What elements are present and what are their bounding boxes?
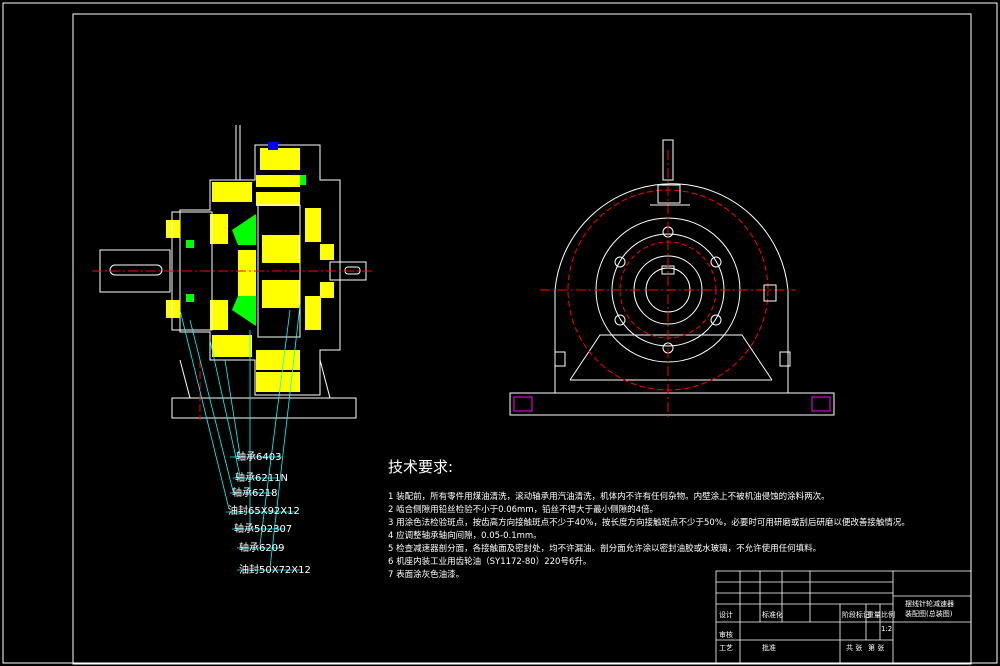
part-label: 油封65X92X12 bbox=[228, 506, 300, 517]
title-block-grid bbox=[715, 570, 972, 664]
part-label: 轴承6403 bbox=[236, 452, 282, 463]
part-label: 油封50X72X12 bbox=[239, 565, 311, 576]
tech-requirement-line: 7 表面涂灰色油漆。 bbox=[388, 570, 465, 580]
seal-upper bbox=[232, 214, 256, 245]
tech-requirement-line: 2 啮合侧隙用铅丝检验不小于0.06mm，铅丝不得大于最小侧隙的4倍。 bbox=[388, 505, 659, 515]
title-cell: 设计 bbox=[719, 611, 733, 619]
part-label: 轴承6218 bbox=[232, 488, 278, 499]
title-cell: 比例 bbox=[881, 611, 895, 619]
tech-requirements-title: 技术要求: bbox=[388, 458, 454, 476]
oil-plug bbox=[268, 142, 278, 150]
part-label: 轴承502307 bbox=[234, 524, 293, 535]
title-cell: 共 张 bbox=[846, 644, 863, 652]
housing-arc bbox=[554, 183, 789, 291]
tech-requirement-line: 1 装配前，所有零件用煤油清洗，滚动轴承用汽油清洗，机体内不许有任何杂物。内壁涂… bbox=[388, 492, 830, 502]
tech-requirement-line: 5 检查减速器剖分面，各接触面及密封处，均不许漏油。剖分面允许涂以密封油胶或水玻… bbox=[388, 544, 822, 554]
tech-requirement-line: 3 用涂色法检验斑点，按齿高方向接触斑点不少于40%，按长度方向接触斑点不少于5… bbox=[388, 518, 910, 528]
title-cell: 重量 bbox=[867, 611, 881, 619]
breather-cap bbox=[657, 184, 681, 204]
seal-lower bbox=[232, 296, 256, 326]
pin-housing-top bbox=[260, 148, 300, 170]
keyway bbox=[109, 264, 163, 276]
tech-requirement-line: 4 应调整轴承轴向间隙，0.05-0.1mm。 bbox=[388, 531, 542, 541]
part-label: 轴承6209 bbox=[239, 543, 285, 554]
section-view bbox=[92, 125, 372, 571]
title-cell: 标准化 bbox=[762, 611, 783, 619]
title-cell: 第 张 bbox=[868, 644, 885, 652]
title-cell: 批准 bbox=[762, 644, 776, 652]
end-view bbox=[509, 139, 835, 420]
part-label: 轴承6211N bbox=[235, 473, 288, 484]
tech-requirement-line: 6 机座内装工业用齿轮油（SY1172-80）220号6升。 bbox=[388, 557, 592, 567]
title-cell: 阶段标记 bbox=[842, 611, 870, 619]
title-cell: 工艺 bbox=[719, 644, 733, 652]
title-cell: 审核 bbox=[719, 631, 733, 639]
end-view-base bbox=[509, 392, 835, 416]
drawing-title: 摆线针轮减速器 bbox=[905, 600, 954, 608]
drawing-subtitle: 装配图(总装图) bbox=[905, 610, 953, 618]
base-plate bbox=[171, 397, 357, 419]
inner-frame bbox=[72, 13, 972, 665]
leader-lines bbox=[179, 304, 301, 571]
scale-value: 1:2 bbox=[881, 625, 893, 633]
